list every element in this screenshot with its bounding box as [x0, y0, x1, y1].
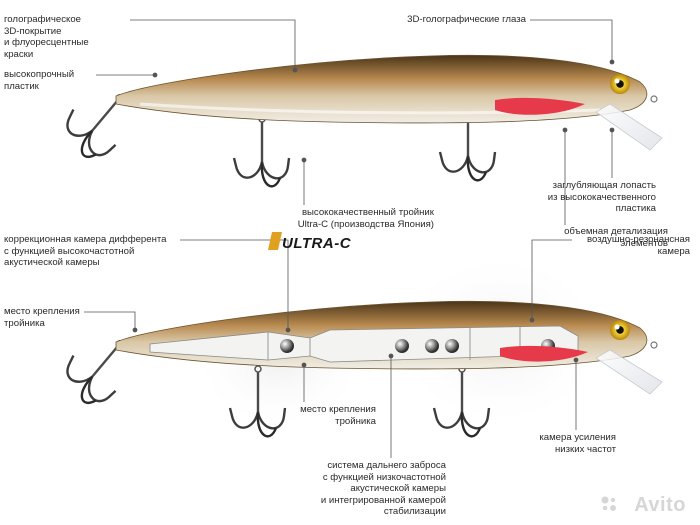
- ultra-c-logo: ULTRA-C: [282, 235, 352, 252]
- label-air-chamber: воздушно-резонансная камера: [587, 234, 690, 257]
- label-hook-mount-left: место крепления тройника: [4, 306, 80, 329]
- lip-top: [595, 103, 663, 151]
- gill-top: [495, 97, 585, 115]
- lip-bottom: [595, 349, 663, 395]
- label-trim-chamber: коррекционная камера дифферента с функци…: [4, 234, 167, 268]
- rattle-ball: [425, 339, 439, 353]
- label-lip: заглубляющая лопасть из высококачественн…: [547, 180, 656, 214]
- rattle-ball: [280, 339, 294, 353]
- top-lure: [54, 54, 663, 188]
- label-hook-top: высококачественный тройник Ultra-C (прои…: [297, 207, 434, 230]
- eye-top: [610, 74, 630, 94]
- internal-chambers: [149, 325, 579, 363]
- middle-hook-top: [232, 114, 291, 188]
- label-hook-mount-mid: место крепления тройника: [300, 404, 376, 427]
- rattle-ball: [395, 339, 409, 353]
- avito-logo-icon: [601, 496, 616, 511]
- tail-hook-bottom: [54, 322, 144, 414]
- label-lowfreq-chamber: камера усиления низких частот: [539, 432, 616, 455]
- label-cast-system: система дальнего заброса с функцией низк…: [320, 460, 446, 517]
- label-eyes: 3D-голографические глаза: [407, 14, 526, 25]
- watermark: Avito: [634, 494, 686, 516]
- label-detail: объемная детализация элементов: [564, 226, 668, 249]
- label-holo-coating: голографическое 3D-покрытие и флуоресцен…: [4, 14, 89, 60]
- bottom-lure: [54, 250, 663, 438]
- label-plastic: высокопрочный пластик: [4, 69, 75, 92]
- ultra-c-logo-mark: [268, 232, 282, 250]
- rattle-ball: [445, 339, 459, 353]
- leader-lines: [84, 19, 615, 458]
- gill-bottom: [500, 345, 588, 362]
- eye-bottom: [610, 320, 630, 340]
